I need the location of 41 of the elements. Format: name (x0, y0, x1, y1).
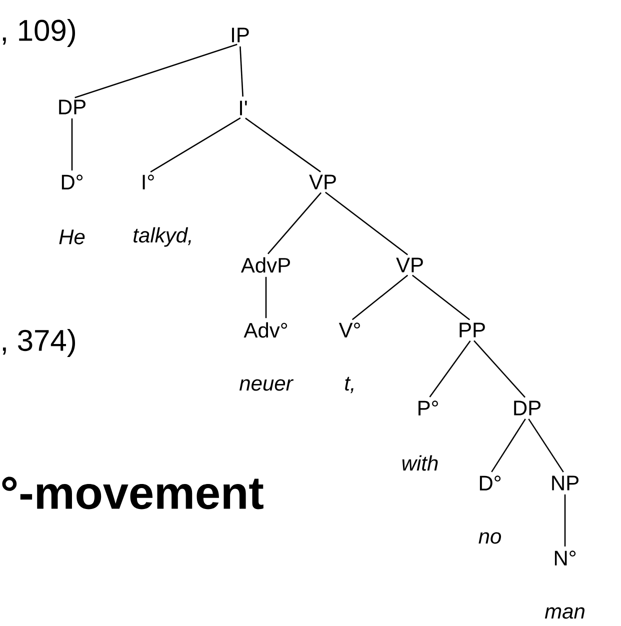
tree-label: I° (142, 174, 154, 190)
branch-line (412, 274, 470, 320)
branch-line (240, 46, 244, 97)
word-label: He (59, 230, 85, 244)
tree-label: NP (552, 476, 578, 490)
branch-line (474, 340, 526, 398)
page-number-text: , 109) (2, 19, 76, 47)
word-label: t, (345, 376, 354, 394)
word-label: neuer (240, 379, 294, 391)
branch-line (564, 494, 566, 546)
tree-label: D° (62, 174, 83, 190)
page-number-text: , 374) (2, 329, 76, 357)
tree-label: PP (460, 322, 485, 338)
branch-line (325, 192, 408, 256)
branch-line (245, 118, 321, 172)
branch-line (150, 117, 241, 172)
branch-line (352, 274, 408, 320)
heading-text: °-movement (2, 476, 264, 510)
branch-line (265, 276, 267, 318)
word-label: no (478, 532, 502, 544)
tree-label: VP (309, 174, 336, 190)
tree-label: N° (554, 550, 576, 566)
branch-line (528, 418, 564, 472)
branch-line (71, 118, 73, 170)
tree-label: Adv° (244, 322, 288, 338)
word-label: talkyd, (134, 227, 191, 247)
word-label: man (544, 607, 584, 619)
branch-line (491, 418, 526, 472)
branch-line (74, 44, 238, 98)
tree-label: P° (418, 400, 438, 416)
tree-label: D° (480, 476, 501, 490)
word-label: with (402, 455, 438, 471)
tree-label: IP (232, 28, 249, 42)
tree-label: V° (338, 322, 360, 338)
tree-label: VP (396, 258, 423, 272)
tree-label: DP (514, 400, 540, 416)
tree-label: I' (240, 100, 247, 116)
branch-line (429, 340, 471, 398)
tree-label: AdvP (240, 257, 290, 273)
tree-label: DP (59, 100, 86, 114)
branch-line (267, 192, 322, 254)
